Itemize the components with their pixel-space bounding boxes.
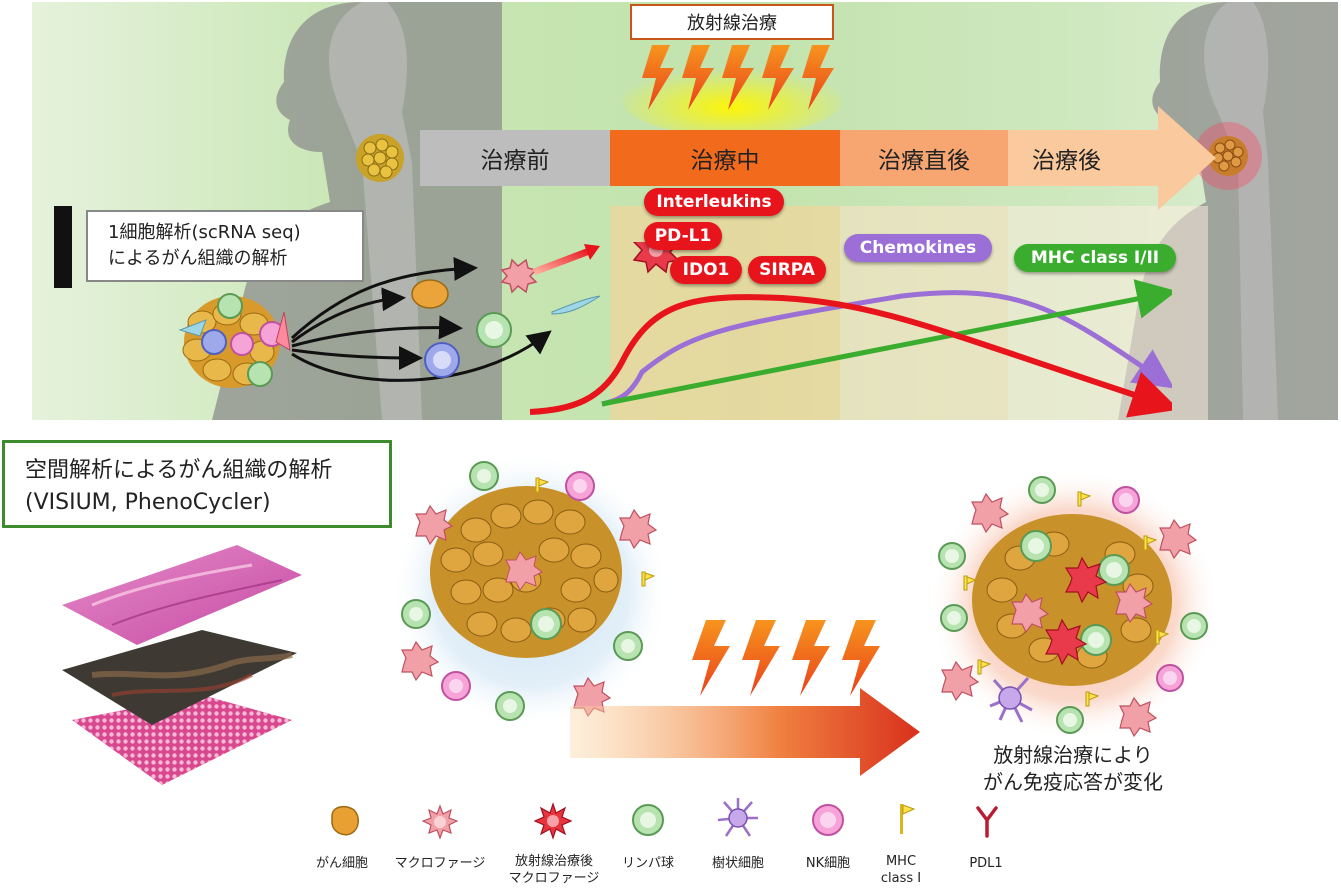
pdl1-legend-icon — [976, 806, 998, 838]
ido1-pill: IDO1 — [670, 256, 742, 284]
scrna-box-line1: 1細胞解析(scRNA seq) — [108, 222, 301, 243]
section-marker-bar — [54, 206, 72, 288]
cancer-cell-legend-label: がん細胞 — [315, 856, 368, 871]
mhc-legend-label: MHC class I — [866, 853, 936, 887]
phase-after: 治療後 — [1008, 130, 1158, 186]
mhc-legend-label-line1: MHC — [885, 854, 917, 869]
cancer-cell-legend-icon — [331, 805, 359, 836]
interleukins-label: Interleukins — [656, 192, 772, 212]
timeline-panel: 治療前 治療中 治療直後 治療後 放射線治療 1細胞解析(scRNA — [32, 2, 1338, 420]
spatial-box-line2: (VISIUM, PhenoCycler) — [25, 490, 271, 515]
interleukins-curve — [529, 294, 1172, 418]
phase-during-label: 治療中 — [690, 148, 760, 174]
interleukins-pill: Interleukins — [644, 188, 784, 216]
post-rt-macrophage-legend-label: 放射線治療後 マクロファージ — [496, 853, 612, 887]
tissue-cluster — [178, 293, 291, 388]
expression-curves — [529, 279, 1172, 418]
macrophage-legend-icon — [422, 804, 458, 840]
timeline-arrowhead — [1158, 106, 1216, 210]
pdl1-legend-label: PDL1 — [969, 856, 1003, 871]
result-caption-line2: がん免疫応答が変化 — [983, 770, 1163, 794]
phase-during: 治療中 — [610, 130, 840, 186]
radiation-transition-arrow — [570, 620, 920, 776]
sirpa-label: SIRPA — [759, 260, 815, 280]
chemokines-pill: Chemokines — [844, 234, 992, 262]
tumor-before-icon — [356, 134, 404, 182]
phase-after-label: 治療後 — [1032, 148, 1101, 174]
nk-cell-legend-label: NK細胞 — [805, 856, 851, 871]
radiation-title: 放射線治療 — [687, 13, 777, 34]
phase-immediately-after: 治療直後 — [840, 130, 1008, 186]
macrophage-legend-label: マクロファージ — [394, 856, 486, 871]
post-rt-macrophage-label-line2: マクロファージ — [508, 871, 600, 886]
result-caption: 放射線治療により がん免疫応答が変化 — [960, 742, 1186, 796]
nk-cell-legend-icon — [812, 804, 844, 836]
dendritic-cell-legend-label: 樹状細胞 — [711, 856, 764, 871]
post-rt-macrophage-legend-icon — [534, 802, 572, 840]
mhc-label: MHC class I/II — [1030, 248, 1160, 268]
mhc-legend-icon — [900, 804, 916, 834]
post-rt-macrophage-label-line1: 放射線治療後 — [514, 854, 593, 869]
result-caption-line1: 放射線治療により — [993, 743, 1153, 767]
lymphocyte-legend-label: リンパ球 — [621, 856, 674, 871]
sirpa-pill: SIRPA — [748, 256, 826, 284]
mhc-pill: MHC class I/II — [1014, 244, 1176, 272]
dendritic-cell-legend-icon — [717, 798, 758, 837]
phase-before-label: 治療前 — [480, 148, 550, 174]
radiation-bolts-icon — [622, 45, 842, 130]
pdl1-label: PD-L1 — [654, 226, 712, 246]
radiation-title-box: 放射線治療 — [630, 4, 834, 40]
phase-before: 治療前 — [420, 130, 610, 186]
pdl1-pill: PD-L1 — [644, 222, 722, 250]
spatial-box-line1: 空間解析によるがん組織の解析 — [25, 458, 333, 483]
single-cell-dissociation-illustration — [178, 242, 680, 388]
tissue-section-layers — [62, 545, 302, 785]
phase-immediately-after-label: 治療直後 — [878, 148, 970, 174]
macrophage-cell — [500, 258, 538, 294]
chemokines-curve — [601, 290, 1172, 407]
tumor-after-radiation — [928, 470, 1220, 741]
lymphocyte-legend-icon — [632, 804, 664, 836]
chemokines-label: Chemokines — [859, 238, 977, 258]
mhc-curve — [601, 279, 1172, 407]
ido1-label: IDO1 — [682, 260, 730, 280]
tumor-after-icon — [1194, 122, 1262, 190]
scrna-analysis-box: 1細胞解析(scRNA seq) によるがん組織の解析 — [86, 210, 364, 282]
spatial-analysis-box: 空間解析によるがん組織の解析 (VISIUM, PhenoCycler) — [2, 440, 392, 528]
mhc-legend-label-line2: class I — [880, 871, 922, 886]
scrna-box-line2: によるがん組織の解析 — [108, 248, 288, 269]
